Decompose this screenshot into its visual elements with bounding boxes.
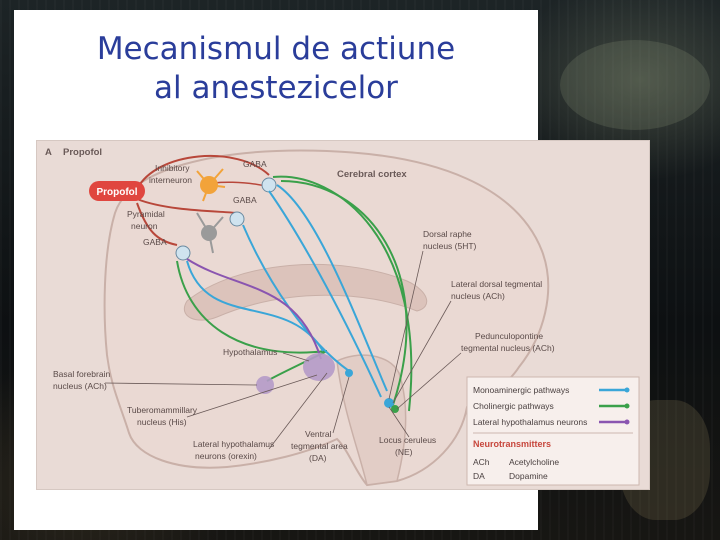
brainstem-shape xyxy=(336,354,407,486)
interneuron-dendrites xyxy=(196,168,226,202)
label-basal-forebrain-1: Basal forebrain xyxy=(53,369,110,379)
monoaminergic-pathway-1 xyxy=(268,190,382,398)
label-dorsal-raphe-2: nucleus (5HT) xyxy=(423,241,477,251)
figure-diagram: A Propofol Propofol Inhibitory interneur… xyxy=(45,147,640,487)
vta-node xyxy=(345,369,353,377)
legend-dot-orexin xyxy=(624,419,630,425)
basal-forebrain-nucleus xyxy=(256,376,274,394)
label-tmn-1: Tuberomammillary xyxy=(127,405,198,415)
inhibitory-connection-2 xyxy=(136,198,238,214)
propofol-mechanism-figure: A Propofol Propofol Inhibitory interneur… xyxy=(36,140,650,490)
label-gaba-top: GABA xyxy=(243,159,267,169)
ppt-node xyxy=(391,405,399,413)
label-basal-forebrain-2: nucleus (ACh) xyxy=(53,381,107,391)
legend-nt-heading: Neurotransmitters xyxy=(473,439,551,449)
gaba-receptor-top xyxy=(261,177,277,193)
cholinergic-pathway-2 xyxy=(280,180,408,406)
cholinergic-pathway-1 xyxy=(272,175,413,412)
leader-lines xyxy=(104,250,462,450)
legend-nt-abbr-da: DA xyxy=(473,471,485,481)
hypothalamus-nucleus xyxy=(303,353,335,381)
slide-title-line-1: Mecanismul de actiune xyxy=(96,31,456,67)
legend-label-monoaminergic: Monoaminergic pathways xyxy=(473,385,569,395)
label-inhibitory-1: Inhibitory xyxy=(155,163,190,173)
orexin-pathway xyxy=(186,258,322,360)
gaba-receptor-mid xyxy=(229,211,245,227)
propofol-badge xyxy=(89,181,145,201)
label-tmn-2: nucleus (His) xyxy=(137,417,187,427)
cholinergic-pathway-3 xyxy=(176,260,328,354)
label-lc-2: (NE) xyxy=(395,447,413,457)
legend-nt-abbr-ach: ACh xyxy=(473,457,490,467)
inhibitory-connection-3 xyxy=(136,202,178,246)
label-dorsal-raphe-1: Dorsal raphe xyxy=(423,229,472,239)
label-inhibitory-2: interneuron xyxy=(149,175,192,185)
slide-title: Mecanismul de actiune al anestezicelor xyxy=(14,30,538,108)
background-decoration-top xyxy=(560,40,710,130)
legend: Monoaminergic pathways Cholinergic pathw… xyxy=(466,376,640,486)
panel-letter: A xyxy=(45,147,52,158)
monoaminergic-pathway-4 xyxy=(276,184,388,392)
label-ppt-2: tegmental nucleus (ACh) xyxy=(461,343,555,353)
corpus-callosum-shape xyxy=(184,263,428,321)
label-pyramidal-2: neuron xyxy=(131,221,158,231)
label-ldt-1: Lateral dorsal tegmental xyxy=(451,279,542,289)
gaba-receptor-left xyxy=(175,245,191,261)
label-gaba-mid: GABA xyxy=(233,195,257,205)
legend-label-cholinergic: Cholinergic pathways xyxy=(473,401,554,411)
label-lat-hypo-1: Lateral hypothalamus xyxy=(193,439,274,449)
label-ppt-1: Pedunculopontine xyxy=(475,331,543,341)
label-hypothalamus: Hypothalamus xyxy=(223,347,277,357)
panel-title: Propofol xyxy=(63,147,102,158)
legend-nt-name-ach: Acetylcholine xyxy=(509,457,559,467)
slide-title-line-2: al anestezicelor xyxy=(154,70,398,106)
label-gaba-left: GABA xyxy=(143,237,167,247)
inhibitory-connection-1 xyxy=(136,155,270,190)
legend-nt-name-da: Dopamine xyxy=(509,471,548,481)
label-ldt-2: nucleus (ACh) xyxy=(451,291,505,301)
locus-ceruleus-node xyxy=(384,398,394,408)
label-cerebral-cortex: Cerebral cortex xyxy=(337,169,407,180)
label-pyramidal-1: Pyramidal xyxy=(127,209,165,219)
legend-dot-monoaminergic xyxy=(624,387,630,393)
label-vta-2: tegmental area xyxy=(291,441,348,451)
label-lc-1: Locus ceruleus xyxy=(379,435,436,445)
propofol-badge-label: Propofol xyxy=(96,187,137,198)
pyramidal-dendrites xyxy=(196,212,224,254)
label-vta-1: Ventral xyxy=(305,429,332,439)
label-vta-3: (DA) xyxy=(309,453,327,463)
legend-label-orexin: Lateral hypothalamus neurons xyxy=(473,417,587,427)
monoaminergic-pathway-3 xyxy=(186,260,324,352)
label-lat-hypo-2: neurons (orexin) xyxy=(195,451,257,461)
legend-dot-cholinergic xyxy=(624,403,630,409)
